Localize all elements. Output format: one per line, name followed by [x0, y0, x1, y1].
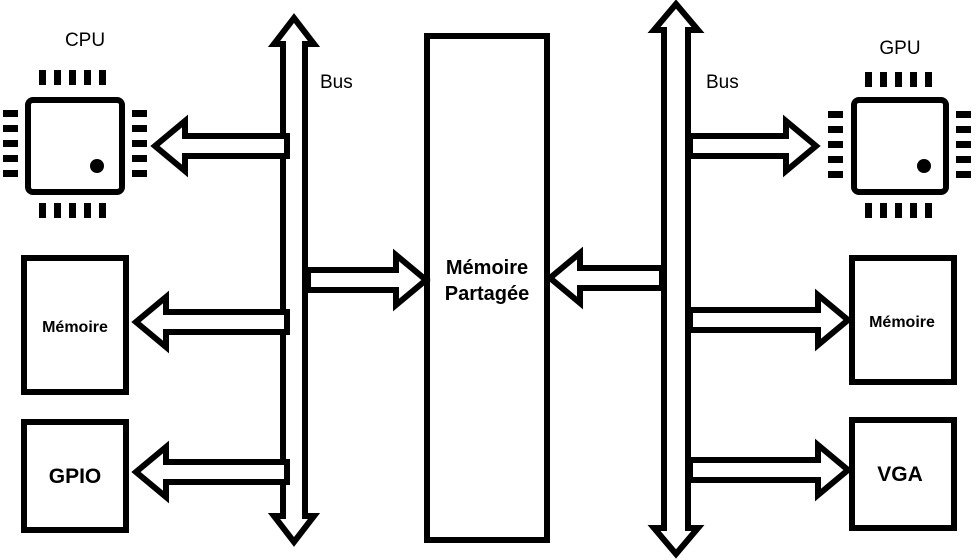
shared-memory-box	[424, 33, 550, 543]
gpu-chip-icon	[828, 72, 971, 218]
arrow-bus-to-gpio	[131, 440, 290, 504]
cpu-chip-icon	[3, 70, 147, 218]
shared-memory-label-line2: Partagée	[445, 283, 530, 305]
arrow-right-bus-to-shared-memory	[545, 246, 665, 310]
arrow-left-bus-to-shared-memory	[305, 248, 431, 312]
right-bus-label: Bus	[706, 72, 739, 93]
gpio-box	[21, 419, 129, 533]
left-bus-label: Bus	[320, 72, 353, 93]
vga-label: VGA	[877, 463, 923, 486]
arrow-bus-to-gpu	[687, 114, 821, 178]
cpu-label: CPU	[65, 30, 105, 51]
vga-box	[849, 417, 957, 531]
cpu-memory-label: Mémoire	[42, 319, 108, 336]
cpu-memory-box	[21, 255, 129, 395]
arrow-bus-to-cpu-memory	[131, 290, 290, 354]
gpu-memory-label: Mémoire	[869, 314, 935, 331]
arrow-bus-to-gpu-memory	[687, 288, 853, 352]
arrow-bus-to-cpu	[150, 114, 290, 178]
gpio-label: GPIO	[49, 465, 102, 488]
gpu-label: GPU	[879, 38, 920, 59]
arrow-bus-to-vga	[687, 438, 853, 502]
shared-memory-label-line1: Mémoire	[446, 257, 528, 279]
